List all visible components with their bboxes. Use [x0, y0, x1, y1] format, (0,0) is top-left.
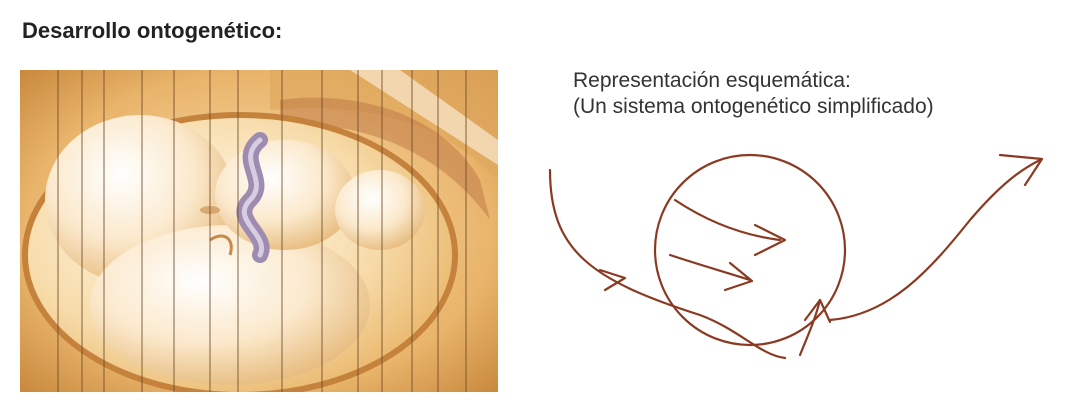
input-trajectory	[548, 168, 787, 360]
internal-arrow-3-head	[803, 298, 832, 324]
page-title: Desarrollo ontogenético:	[22, 18, 283, 43]
caption-line-2: (Un sistema ontogenético simplificado)	[573, 95, 934, 118]
vertical-scan-lines	[57, 70, 467, 392]
internal-arrow-3	[798, 298, 822, 357]
output-arrowhead	[998, 153, 1044, 187]
internal-arrow-1-head	[753, 223, 787, 257]
internal-arrow-2	[668, 253, 752, 282]
internal-arrow-2-head	[723, 261, 754, 292]
system-circle	[653, 153, 847, 347]
schematic-caption: Representación esquemática: (Un sistema …	[573, 68, 934, 120]
internal-arrow-1	[673, 198, 782, 242]
placenta	[280, 97, 490, 220]
output-trajectory	[828, 158, 1042, 322]
caption-line-1: Representación esquemática:	[573, 69, 851, 92]
embryo-body	[90, 225, 370, 385]
embryo-arm	[215, 140, 355, 250]
input-arrowhead	[598, 268, 627, 292]
ontogenetic-system-diagram	[548, 153, 1044, 360]
embryo-illustration	[20, 70, 498, 392]
